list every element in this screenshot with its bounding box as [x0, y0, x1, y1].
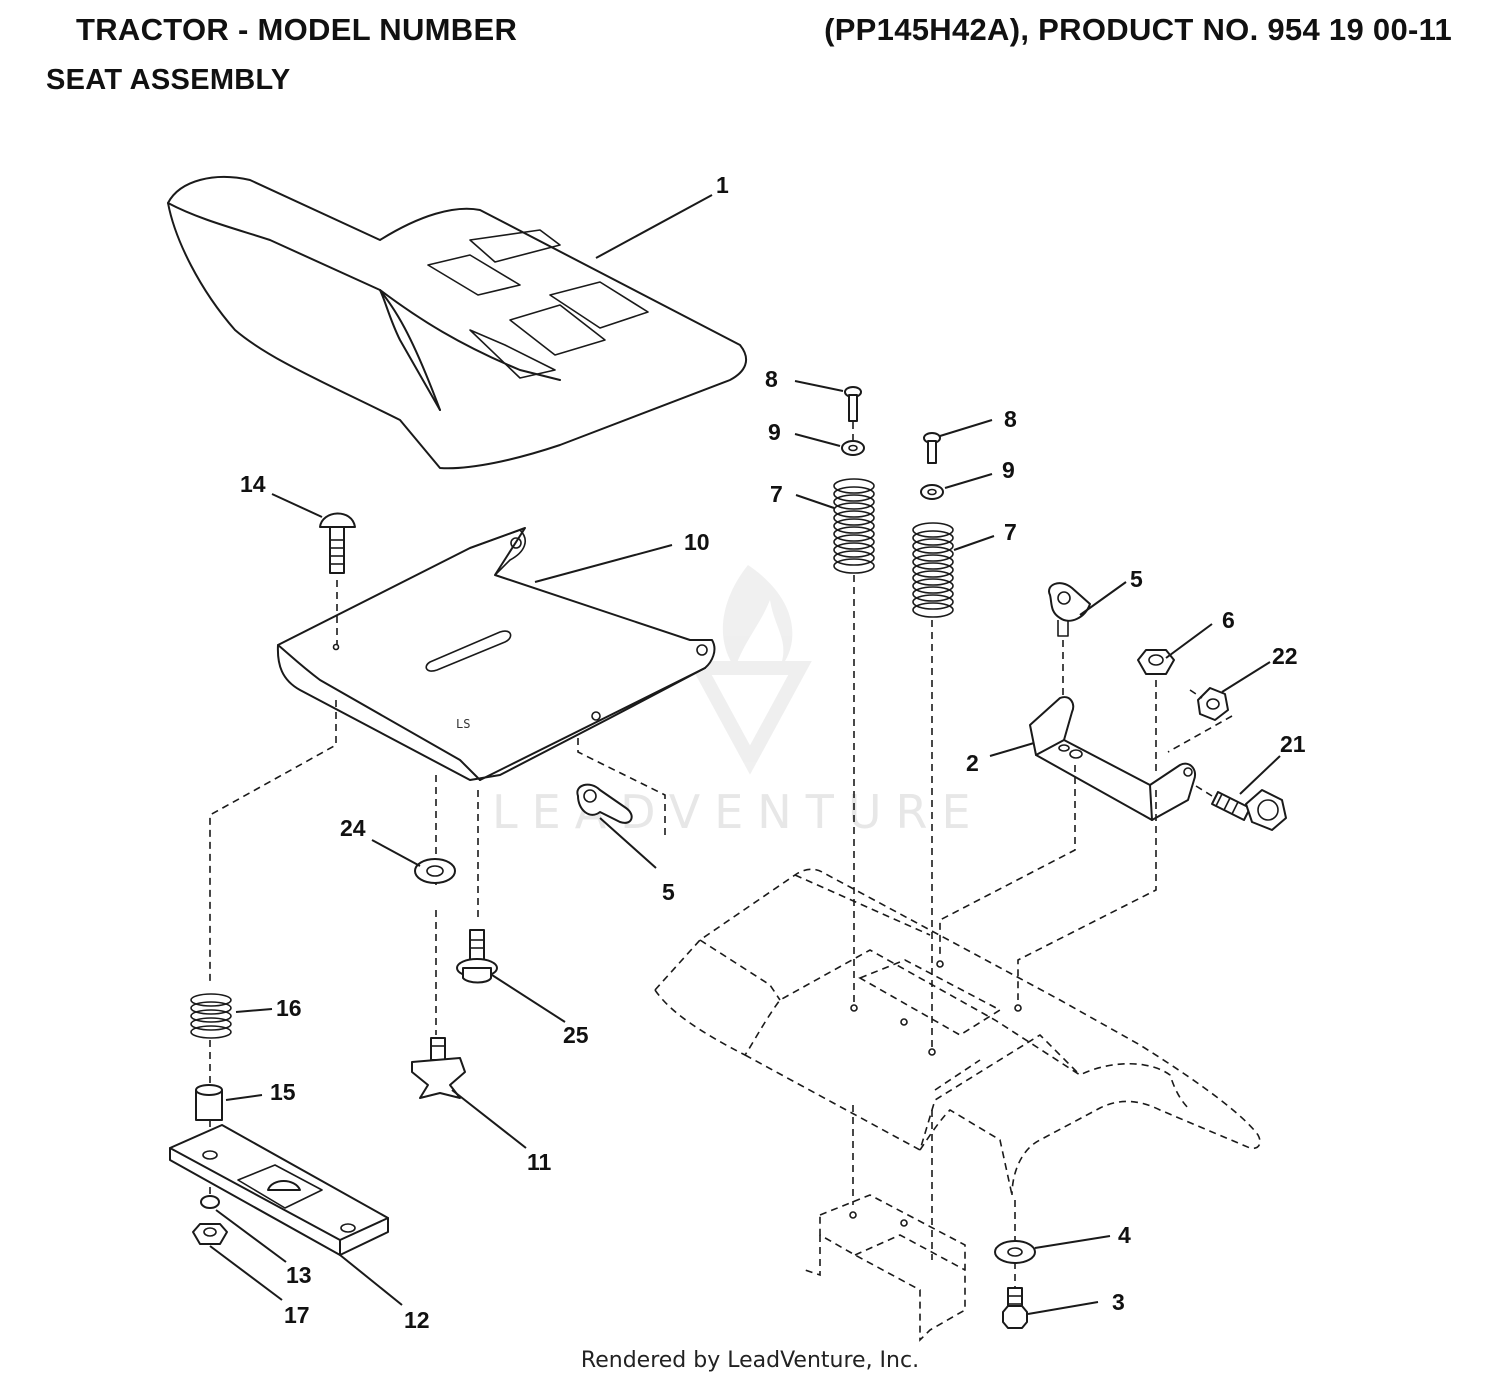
spacer-part — [195, 1084, 223, 1121]
callout-25: 25 — [563, 1022, 589, 1048]
spring-7-left-part — [833, 478, 875, 574]
shoulder-bolt-part — [456, 929, 498, 984]
washer-4-part — [994, 1240, 1036, 1264]
nut-22-part — [1197, 687, 1229, 721]
callout-8-left: 8 — [765, 366, 778, 392]
callout-1: 1 — [716, 172, 729, 198]
fender-outline — [654, 868, 1261, 1342]
seat-pan-part: LS — [276, 527, 716, 781]
bolt-3-part — [1002, 1287, 1028, 1329]
washer-24-part — [414, 858, 456, 884]
callout-10: 10 — [684, 529, 710, 555]
callout-22: 22 — [1272, 643, 1298, 669]
callout-12: 12 — [404, 1307, 430, 1333]
page-title-model: TRACTOR - MODEL NUMBER — [76, 12, 518, 47]
callout-14: 14 — [240, 471, 266, 497]
svg-text:LS: LS — [456, 717, 470, 731]
callout-13: 13 — [286, 1262, 312, 1288]
nut-6-part — [1137, 649, 1175, 675]
bolt-21-part — [1211, 789, 1287, 831]
callout-21: 21 — [1280, 731, 1306, 757]
callout-5-left: 5 — [662, 879, 675, 905]
callout-7-right: 7 — [1004, 519, 1017, 545]
clip-left-part — [576, 783, 633, 824]
callout-2: 2 — [966, 750, 979, 776]
page-title-product: (PP145H42A), PRODUCT NO. 954 19 00-11 — [824, 12, 1452, 47]
nut-17-part — [192, 1223, 228, 1245]
callout-8-right: 8 — [1004, 406, 1017, 432]
nut-13-part — [200, 1195, 220, 1209]
callout-9-right: 9 — [1002, 457, 1015, 483]
assembly-subtitle: SEAT ASSEMBLY — [46, 64, 291, 96]
callout-3: 3 — [1112, 1289, 1125, 1315]
callout-4: 4 — [1118, 1222, 1131, 1248]
washer-9-left-part — [841, 440, 865, 456]
callout-7-left: 7 — [770, 481, 783, 507]
render-credit: Rendered by LeadVenture, Inc. — [580, 1348, 920, 1373]
callout-11: 11 — [527, 1149, 552, 1175]
washer-9-right-part — [920, 484, 944, 500]
watermark-text: LEADVENTURE — [492, 785, 985, 839]
screw-8-left-part — [844, 386, 862, 422]
screw-8-right-part — [923, 432, 941, 464]
knob-part — [411, 1037, 466, 1099]
callout-15: 15 — [270, 1079, 296, 1105]
carriage-bolt-part — [319, 512, 356, 574]
slide-bracket-part — [169, 1124, 389, 1256]
seat-part — [167, 176, 748, 470]
clip-right-part — [1048, 582, 1091, 637]
spring-7-right-part — [912, 522, 954, 618]
callout-17: 17 — [284, 1302, 310, 1328]
callout-5-right: 5 — [1130, 566, 1143, 592]
callout-6: 6 — [1222, 607, 1235, 633]
callout-24: 24 — [340, 815, 366, 841]
callout-9-left: 9 — [768, 419, 781, 445]
callout-16: 16 — [276, 995, 302, 1021]
spring-16-part — [190, 993, 232, 1039]
bracket-part — [1029, 696, 1196, 821]
watermark-logo — [688, 565, 812, 775]
